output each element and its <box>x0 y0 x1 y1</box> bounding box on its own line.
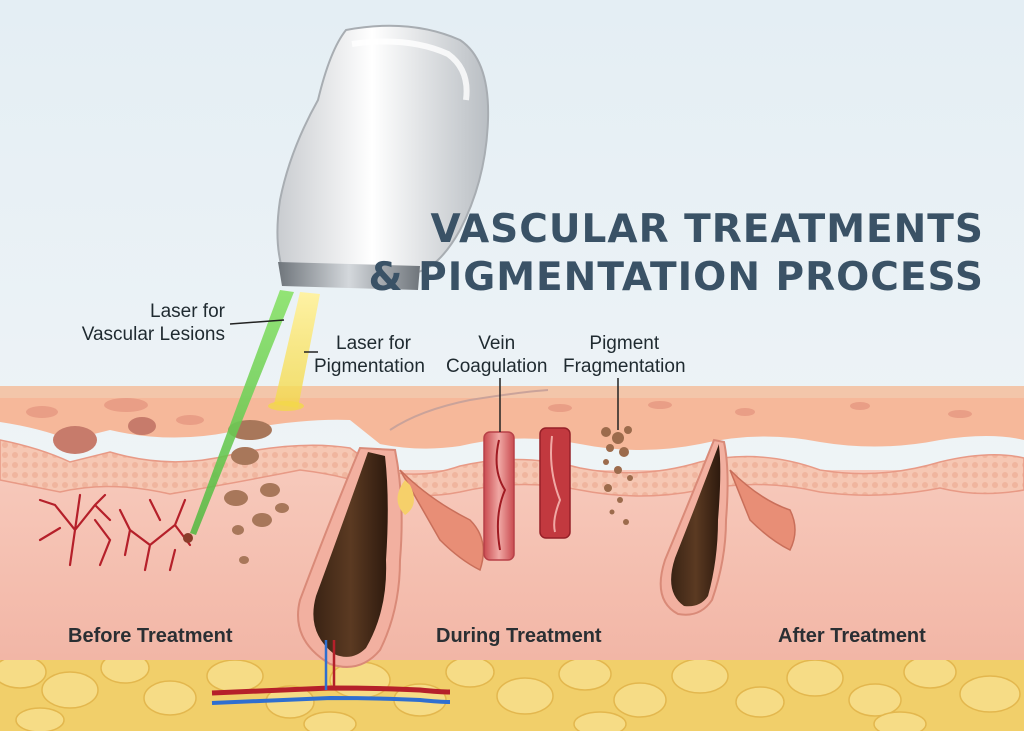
pigment-laser-beam <box>274 292 320 408</box>
hair-follicle-after <box>659 438 796 616</box>
title-line-2: & PIGMENTATION PROCESS <box>368 255 984 300</box>
spider-veins-before <box>38 493 192 572</box>
laser-handpiece <box>276 24 490 290</box>
label-vein-coagulation: Vein Coagulation <box>446 332 547 378</box>
hair-follicle-during <box>297 389 549 668</box>
label-vein-coagulation-line-2: Coagulation <box>446 356 548 377</box>
label-pigment-fragmentation-line-1: Pigment <box>589 333 660 354</box>
fat-layer <box>0 652 1024 731</box>
blood-supply <box>211 640 451 705</box>
stage-label-after: After Treatment <box>778 625 926 647</box>
label-vascular-laser: Laser for Vascular Lesions <box>82 300 225 346</box>
label-pigment-fragmentation-line-2: Fragmentation <box>563 356 686 377</box>
coagulated-vein-2 <box>539 427 571 539</box>
title-line-1: VASCULAR TREATMENTS <box>430 207 984 252</box>
fragmented-pigment <box>601 426 633 525</box>
laser-target <box>183 533 193 543</box>
stage-label-during: During Treatment <box>436 625 602 647</box>
label-vascular-laser-line-2: Vascular Lesions <box>81 324 225 345</box>
stage-label-before: Before Treatment <box>68 625 233 647</box>
pigment-laser-spot <box>268 401 304 411</box>
label-pigment-laser-line-1: Laser for <box>336 333 411 354</box>
vascular-laser-beam <box>190 290 294 535</box>
callout-lines <box>229 319 619 432</box>
coagulated-vein-1 <box>483 431 515 561</box>
epidermis-layer <box>0 392 1024 450</box>
label-pigment-laser: Laser for Pigmentation <box>314 332 425 378</box>
label-pigment-laser-line-2: Pigmentation <box>314 356 425 377</box>
skin-surface <box>0 386 1024 398</box>
epidermis-spots <box>26 398 972 425</box>
label-pigment-fragmentation: Pigment Fragmentation <box>563 332 686 378</box>
label-vein-coagulation-line-1: Vein <box>478 333 516 354</box>
label-vascular-laser-line-1: Laser for <box>150 301 225 322</box>
pigment-lesion-before <box>53 417 156 454</box>
